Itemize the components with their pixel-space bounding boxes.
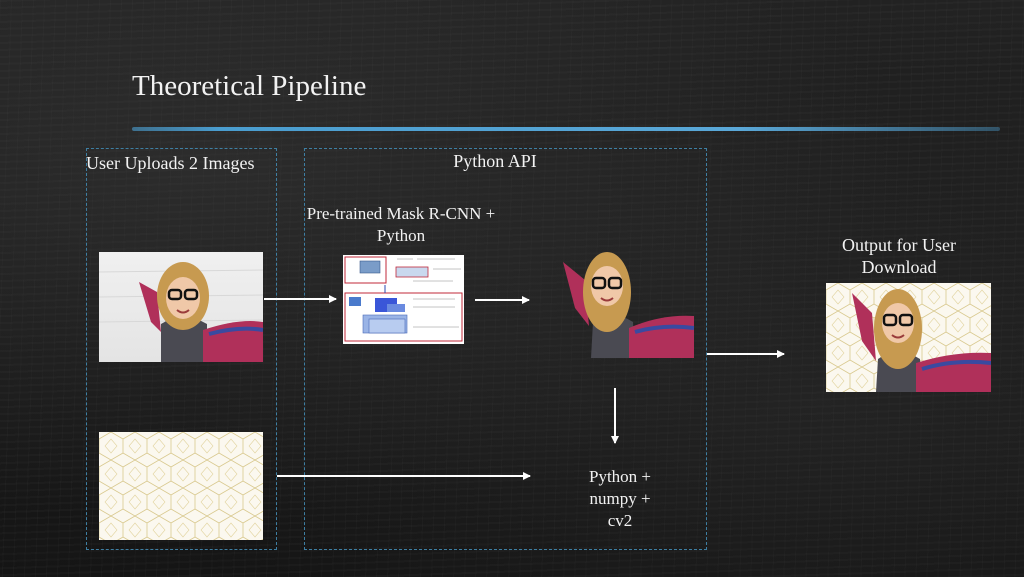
- input-background-pattern: [99, 432, 263, 540]
- model-label: Pre-trained Mask R-CNN + Python: [306, 204, 496, 245]
- title-underline: [132, 127, 1000, 131]
- input-portrait-photo: [99, 252, 263, 362]
- slide-title: Theoretical Pipeline: [132, 70, 367, 102]
- processing-label: Python + numpy + cv2: [588, 467, 651, 530]
- python-api-label: Python API: [453, 151, 537, 171]
- user-upload-label: User Uploads 2 Images: [86, 153, 255, 173]
- user-upload-box: [86, 148, 277, 550]
- segmented-portrait: [553, 248, 694, 358]
- python-api-box: [304, 148, 707, 550]
- output-label: Output for User Download: [842, 235, 956, 277]
- mask-rcnn-diagram: [343, 255, 464, 344]
- output-composited-photo: [826, 283, 991, 392]
